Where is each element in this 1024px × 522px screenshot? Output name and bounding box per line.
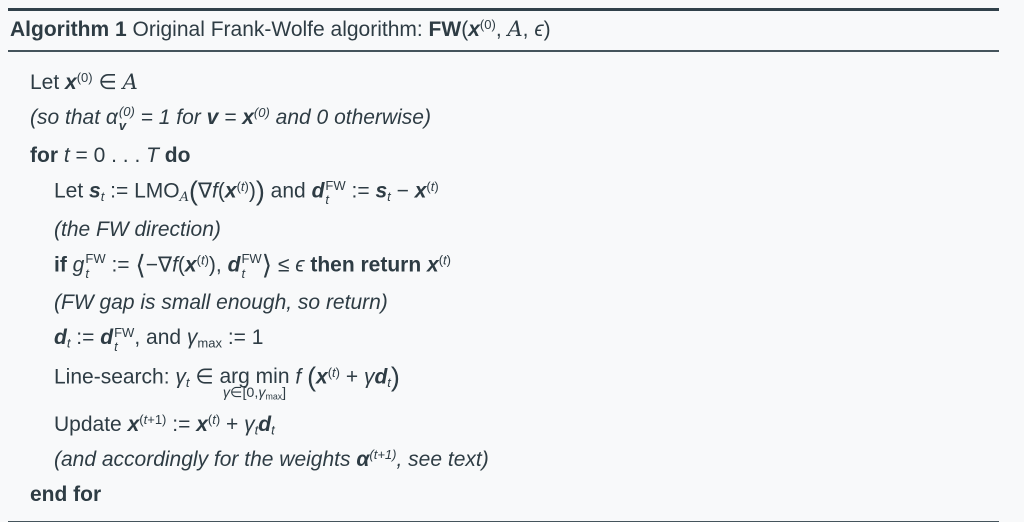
supsub-stack: (0)v xyxy=(118,103,135,134)
header-separator-rule xyxy=(8,50,999,52)
algorithm-body: Let x(0) ∈ A (so that α(0)v = 1 for v = x… xyxy=(8,52,999,521)
algorithm-line-7: (FW gap is small enough, so return) xyxy=(54,291,388,315)
algorithm-line-10: Update x(t+1) := x(t) + γtdt xyxy=(54,411,275,438)
algorithm-line-12: end for xyxy=(30,482,102,506)
algorithm-caption: Algorithm 1 Original Frank-Wolfe algorit… xyxy=(10,17,551,41)
algorithm-line-5: (the FW direction) xyxy=(54,217,221,241)
algorithm-line-3: for t = 0 . . . T do xyxy=(30,143,191,167)
algorithm-line-2: (so that α(0)v = 1 for v = x(0) and 0 ot… xyxy=(30,103,431,134)
algorithm-box: Algorithm 1 Original Frank-Wolfe algorit… xyxy=(8,8,999,522)
algorithm-line-11: (and accordingly for the weights α(t+1),… xyxy=(54,446,489,471)
algorithm-line-1: Let x(0) ∈ A xyxy=(30,69,138,94)
top-rule xyxy=(8,8,999,11)
